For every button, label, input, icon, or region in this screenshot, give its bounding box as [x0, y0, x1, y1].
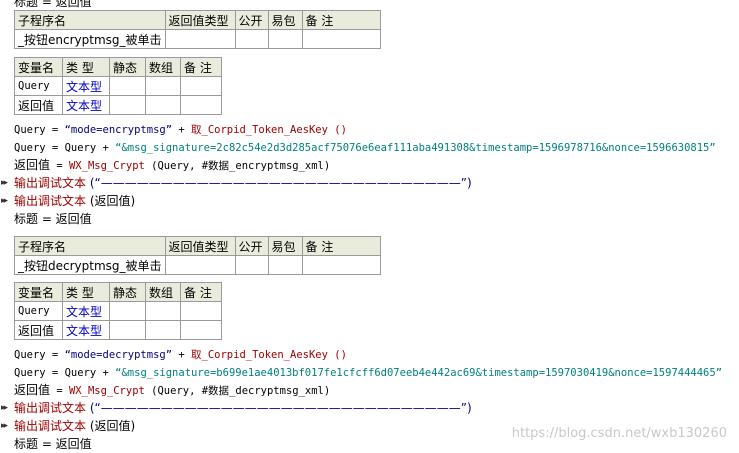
header-remark: 备 注 — [180, 57, 222, 77]
watermark: https://blog.csdn.net/wxb130260 — [511, 426, 727, 441]
easy-package-cell[interactable] — [267, 255, 303, 275]
variable-type-cell[interactable]: 文本型 — [62, 95, 110, 115]
table-row: Query 文本型 — [14, 301, 222, 321]
variable-name-cell[interactable]: 返回值 — [14, 95, 63, 115]
public-cell[interactable] — [234, 29, 269, 49]
code-line-crypt-call[interactable]: 返回值 = WX_Msg_Crypt (Query, #数据_encryptms… — [14, 158, 331, 172]
code-line-set-title[interactable]: 标题 = 返回值 — [14, 212, 92, 226]
header-static: 静态 — [109, 282, 146, 302]
header-subroutine-name: 子程序名 — [14, 236, 166, 256]
variable-type-cell[interactable]: 文本型 — [62, 76, 110, 96]
code-line-set-title[interactable]: 标题 = 返回值 — [14, 437, 92, 451]
header-public: 公开 — [234, 10, 269, 30]
array-cell[interactable] — [145, 301, 181, 321]
header-easy-package: 易包 — [267, 10, 303, 30]
static-cell[interactable] — [109, 95, 146, 115]
remark-cell[interactable] — [180, 301, 222, 321]
array-cell[interactable] — [145, 95, 181, 115]
previous-code-line: 标题 = 返回值 — [14, 0, 92, 9]
code-line-assign-query[interactable]: Query = “mode=decryptmsg” + 取_Corpid_Tok… — [14, 349, 347, 361]
breakpoint-arrow-icon[interactable]: ▸▸ — [1, 178, 8, 188]
header-remark: 备 注 — [301, 10, 381, 30]
subroutine-name-cell[interactable]: _按钮decryptmsg_被单击 — [14, 255, 166, 275]
return-type-cell[interactable] — [164, 29, 236, 49]
remark-cell[interactable] — [180, 76, 222, 96]
variable-name-cell[interactable]: Query — [14, 76, 63, 96]
return-type-cell[interactable] — [164, 255, 236, 275]
array-cell[interactable] — [145, 320, 181, 340]
header-static: 静态 — [109, 57, 146, 77]
static-cell[interactable] — [109, 76, 146, 96]
remark-cell[interactable] — [180, 320, 222, 340]
header-array: 数组 — [145, 282, 181, 302]
remark-cell[interactable] — [301, 255, 381, 275]
header-variable-name: 变量名 — [14, 282, 63, 302]
array-cell[interactable] — [145, 76, 181, 96]
code-line-append-query[interactable]: Query = Query + “&msg_signature=2c82c54e… — [14, 142, 716, 154]
breakpoint-arrow-icon[interactable]: ▸▸ — [1, 421, 8, 431]
public-cell[interactable] — [234, 255, 269, 275]
code-line-debug-output-value[interactable]: 输出调试文本 (返回值) — [14, 419, 136, 433]
header-subroutine-name: 子程序名 — [14, 10, 166, 30]
variable-type-cell[interactable]: 文本型 — [62, 320, 110, 340]
variable-table-encryptmsg: 变量名 类 型 静态 数组 备 注 Query 文本型 返回值 文本型 — [14, 57, 222, 115]
header-return-type: 返回值类型 — [164, 10, 236, 30]
code-line-assign-query[interactable]: Query = “mode=encryptmsg” + 取_Corpid_Tok… — [14, 124, 347, 136]
header-remark: 备 注 — [180, 282, 222, 302]
table-row: 返回值 文本型 — [14, 320, 222, 340]
header-remark: 备 注 — [301, 236, 381, 256]
code-line-crypt-call[interactable]: 返回值 = WX_Msg_Crypt (Query, #数据_decryptms… — [14, 383, 331, 397]
table-row: Query 文本型 — [14, 76, 222, 96]
header-easy-package: 易包 — [267, 236, 303, 256]
header-type: 类 型 — [62, 57, 110, 77]
variable-name-cell[interactable]: Query — [14, 301, 63, 321]
remark-cell[interactable] — [180, 95, 222, 115]
header-variable-name: 变量名 — [14, 57, 63, 77]
header-public: 公开 — [234, 236, 269, 256]
code-line-debug-output-separator[interactable]: 输出调试文本 (“——————————————————————————————”… — [14, 401, 472, 415]
easy-package-cell[interactable] — [267, 29, 303, 49]
static-cell[interactable] — [109, 320, 146, 340]
subroutine-table-encryptmsg: 子程序名 返回值类型 公开 易包 备 注 _按钮encryptmsg_被单击 — [14, 10, 381, 49]
breakpoint-arrow-icon[interactable]: ▸▸ — [1, 196, 8, 206]
variable-name-cell[interactable]: 返回值 — [14, 320, 63, 340]
subroutine-name-cell[interactable]: _按钮encryptmsg_被单击 — [14, 29, 166, 49]
breakpoint-arrow-icon[interactable]: ▸▸ — [1, 403, 8, 413]
header-return-type: 返回值类型 — [164, 236, 236, 256]
table-row: 返回值 文本型 — [14, 95, 222, 115]
variable-table-decryptmsg: 变量名 类 型 静态 数组 备 注 Query 文本型 返回值 文本型 — [14, 282, 222, 340]
header-array: 数组 — [145, 57, 181, 77]
code-line-debug-output-value[interactable]: 输出调试文本 (返回值) — [14, 194, 136, 208]
variable-type-cell[interactable]: 文本型 — [62, 301, 110, 321]
code-line-append-query[interactable]: Query = Query + “&msg_signature=b699e1ae… — [14, 367, 723, 379]
subroutine-table-decryptmsg: 子程序名 返回值类型 公开 易包 备 注 _按钮decryptmsg_被单击 — [14, 236, 381, 275]
remark-cell[interactable] — [301, 29, 381, 49]
header-type: 类 型 — [62, 282, 110, 302]
static-cell[interactable] — [109, 301, 146, 321]
code-line-debug-output-separator[interactable]: 输出调试文本 (“——————————————————————————————”… — [14, 176, 472, 190]
